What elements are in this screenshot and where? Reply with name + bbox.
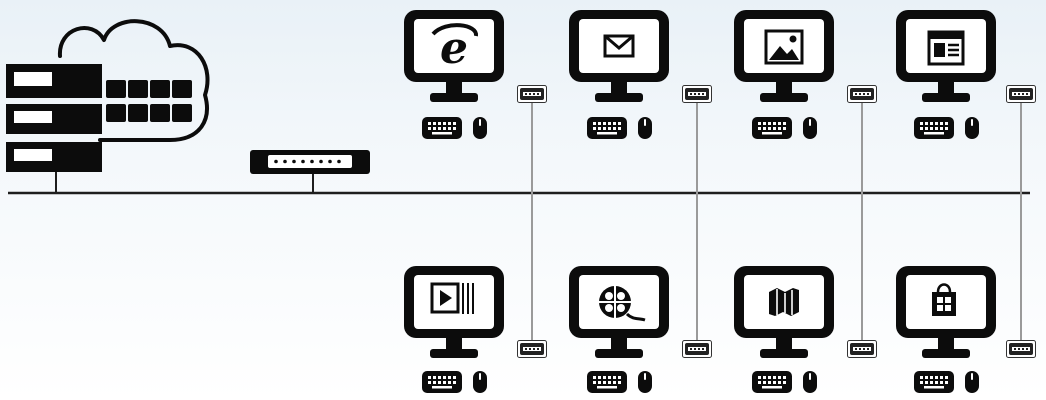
mouse-icon	[965, 117, 979, 139]
workstation-ie: e	[404, 10, 504, 139]
workstation-store	[896, 266, 996, 393]
video-player-icon	[430, 282, 474, 314]
keyboard-icon	[422, 117, 462, 139]
keyboard-icon	[587, 117, 627, 139]
film-reel-icon	[599, 286, 646, 322]
workstation-map	[734, 266, 834, 393]
workstation-film	[569, 266, 669, 393]
keyboard-icon	[914, 371, 954, 393]
mouse-icon	[803, 117, 817, 139]
network-hub-icon	[250, 150, 370, 193]
mouse-icon	[803, 371, 817, 393]
workstation-news	[896, 10, 996, 139]
mail-envelope-icon	[603, 34, 635, 58]
internet-explorer-icon: e	[431, 23, 478, 74]
cable-lines	[531, 100, 1022, 341]
svg-text:e: e	[440, 23, 468, 74]
keyboard-icon	[752, 117, 792, 139]
keyboard-icon	[752, 371, 792, 393]
workstation-photo	[734, 10, 834, 139]
mouse-icon	[473, 371, 487, 393]
keyboard-icon	[422, 371, 462, 393]
photo-image-icon	[764, 29, 804, 65]
news-article-icon	[927, 30, 965, 66]
mouse-icon	[473, 117, 487, 139]
map-icon	[769, 288, 799, 316]
workstation-video	[404, 266, 504, 393]
workstation-mail	[569, 10, 669, 139]
keyboard-icon	[914, 117, 954, 139]
store-bag-icon	[932, 283, 956, 316]
mouse-icon	[638, 371, 652, 393]
mouse-icon	[965, 371, 979, 393]
mouse-icon	[638, 117, 652, 139]
keyboard-icon	[587, 371, 627, 393]
cloud-server-icon	[6, 19, 210, 193]
